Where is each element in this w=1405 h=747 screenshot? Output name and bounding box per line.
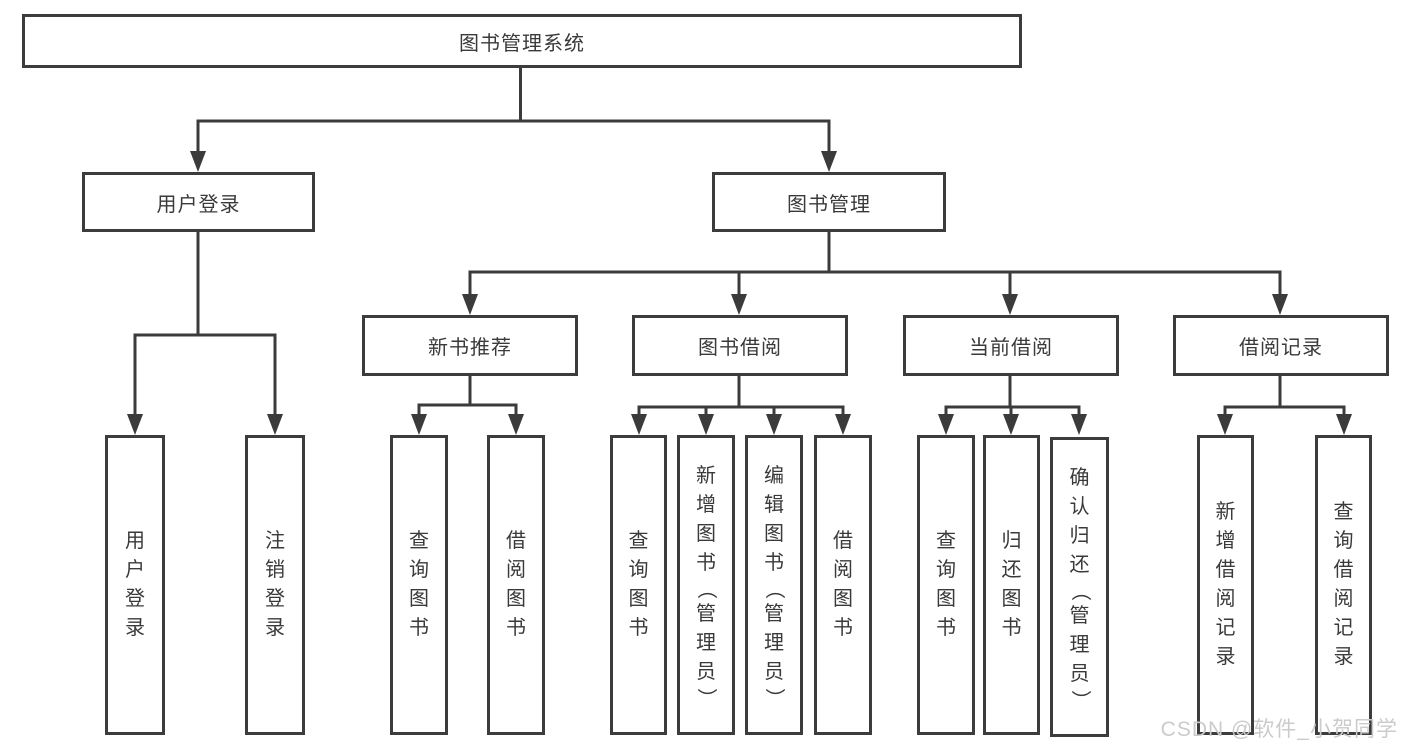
leaf-confirm-return-admin: 确认归还（管理员）: [1050, 437, 1109, 737]
leaf-user-login-label: 用户登录: [125, 530, 145, 639]
leaf-query-borrow-record: 查询借阅记录: [1315, 435, 1372, 735]
leaf-borrow-books-recommend: 借阅图书: [487, 435, 545, 735]
leaf-borrow-books-recommend-label: 借阅图书: [506, 530, 526, 639]
node-root: 图书管理系统: [22, 14, 1022, 68]
node-current-borrowing-label: 当前借阅: [969, 337, 1053, 359]
node-borrowing-records-label: 借阅记录: [1239, 337, 1323, 359]
node-borrowing-records: 借阅记录: [1173, 315, 1389, 376]
node-current-borrowing: 当前借阅: [903, 315, 1119, 376]
leaf-logout: 注销登录: [245, 435, 305, 735]
node-book-management-label: 图书管理: [787, 193, 871, 216]
leaf-confirm-return-admin-label: 确认归还（管理员）: [1068, 466, 1091, 710]
leaf-add-borrow-record-label: 新增借阅记录: [1215, 501, 1236, 668]
node-book-borrowing: 图书借阅: [632, 315, 848, 376]
leaf-borrow-books-borrow-label: 借阅图书: [833, 530, 853, 639]
leaf-query-books-borrow-label: 查询图书: [628, 530, 649, 639]
leaf-query-books-current-label: 查询图书: [936, 530, 956, 639]
leaf-add-books-admin-label: 新增图书（管理员）: [695, 464, 717, 708]
leaf-query-books-recommend: 查询图书: [390, 435, 448, 735]
leaf-query-borrow-record-label: 查询借阅记录: [1333, 501, 1354, 668]
leaf-return-books: 归还图书: [983, 435, 1040, 735]
leaf-borrow-books-borrow: 借阅图书: [814, 435, 872, 735]
connector-segments: [133, 68, 1346, 418]
leaf-query-books-borrow: 查询图书: [610, 435, 667, 735]
leaf-query-books-recommend-label: 查询图书: [409, 530, 429, 639]
node-user-login: 用户登录: [82, 172, 315, 232]
leaf-logout-label: 注销登录: [265, 530, 285, 639]
leaf-return-books-label: 归还图书: [1001, 530, 1022, 639]
leaf-query-books-current: 查询图书: [917, 435, 975, 735]
node-new-book-recommend: 新书推荐: [362, 315, 578, 376]
node-user-login-label: 用户登录: [156, 193, 241, 216]
leaf-edit-books-admin: 编辑图书（管理员）: [745, 435, 803, 735]
watermark: CSDN @软件_小贺同学: [1160, 718, 1398, 741]
node-book-management: 图书管理: [712, 172, 946, 232]
leaf-user-login: 用户登录: [105, 435, 165, 735]
node-root-label: 图书管理系统: [459, 32, 585, 55]
leaf-add-books-admin: 新增图书（管理员）: [677, 435, 735, 735]
leaf-add-borrow-record: 新增借阅记录: [1197, 435, 1254, 735]
leaf-edit-books-admin-label: 编辑图书（管理员）: [763, 464, 785, 708]
node-book-borrowing-label: 图书借阅: [698, 337, 782, 359]
node-new-book-recommend-label: 新书推荐: [428, 337, 512, 359]
